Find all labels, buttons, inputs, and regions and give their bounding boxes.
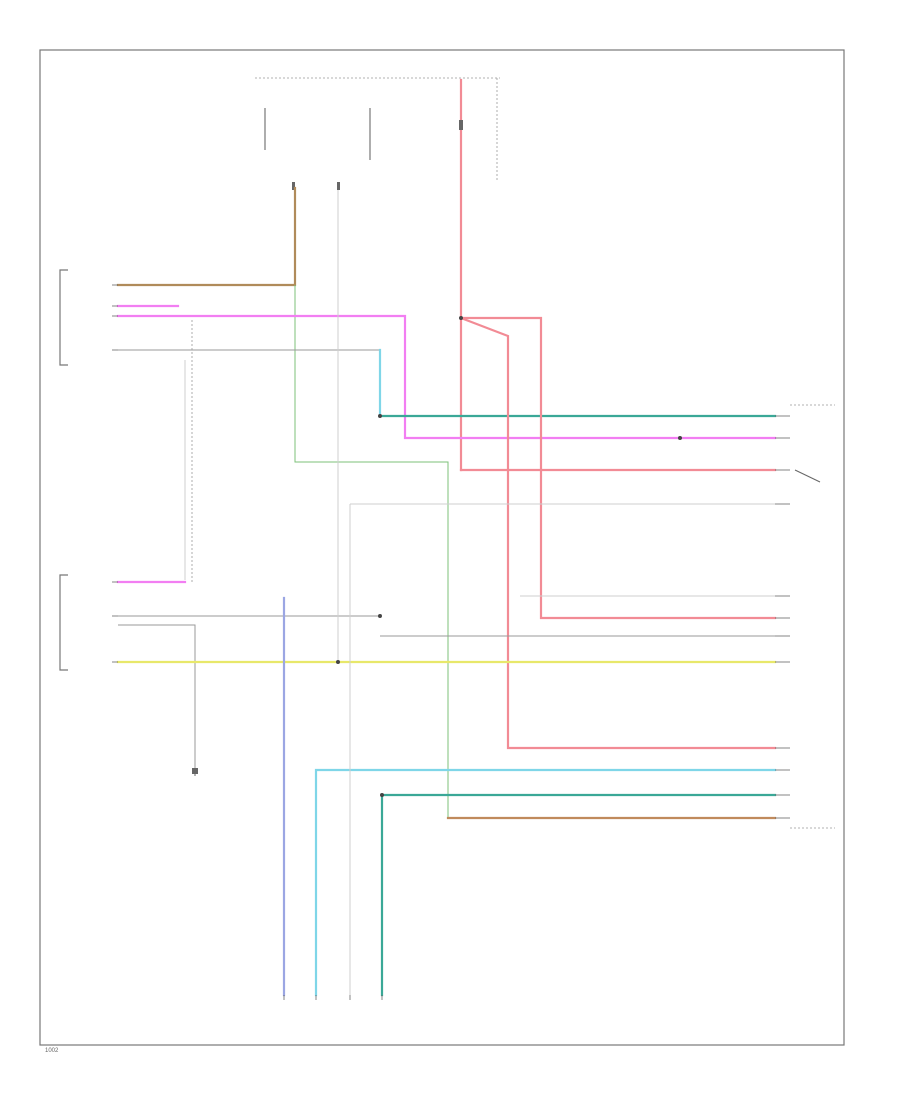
pink-wire (116, 314, 777, 440)
lower-switch-bracket (59, 574, 68, 671)
red-wire-to-right (459, 316, 777, 620)
left-connector-pins (112, 284, 118, 663)
splice-dot-teal-bottom (380, 793, 384, 797)
bottom-connector-pins (283, 995, 383, 1000)
switch-contact-icon (794, 469, 821, 483)
splice-dot-red (459, 316, 463, 320)
gray-wire-lower-down (118, 624, 196, 770)
fuse-block-bracket (264, 108, 371, 160)
splice-dot-teal (378, 414, 382, 418)
right-connector-ticks (775, 415, 790, 819)
splice-dot-gray (378, 614, 382, 618)
footer-code: 1002 (45, 1048, 59, 1054)
red-wire-branch (459, 316, 777, 750)
fuse-icon-left (292, 182, 295, 190)
ground-symbol-icon (192, 768, 198, 776)
teal-wire-bottom (380, 793, 777, 997)
green-wire (294, 285, 775, 819)
splice-dot-pink (678, 436, 682, 440)
diagram-border (39, 49, 845, 1046)
tan-brown-wire (116, 186, 297, 287)
fuse-icon-right (337, 182, 340, 190)
left-switch-bracket (59, 269, 68, 366)
splice-dot-yellow (336, 660, 340, 664)
light-blue-lower-wire (314, 768, 777, 997)
fuse-icon-main (459, 120, 463, 130)
